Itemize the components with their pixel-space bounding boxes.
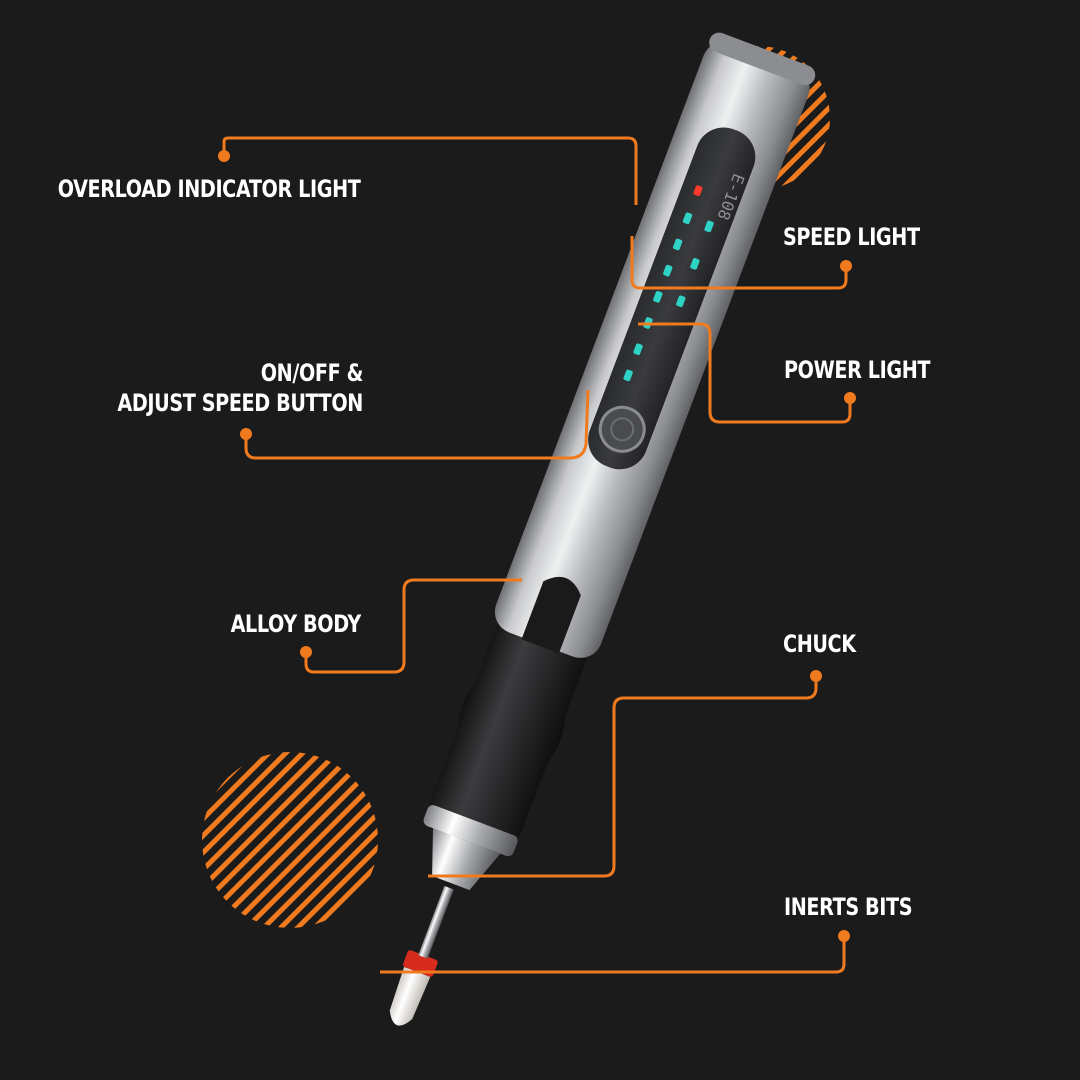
callout-lines [222, 136, 852, 974]
power-button-ring-icon [610, 417, 635, 442]
body-leader [304, 578, 522, 674]
body-dot [300, 646, 312, 658]
speed-dot [840, 260, 852, 272]
bits-leader [380, 938, 846, 974]
ceramic-bit [389, 966, 431, 1026]
led [672, 238, 683, 251]
led [704, 220, 714, 233]
power-leader [638, 322, 852, 424]
hatch-circle-bottom [202, 752, 378, 928]
button-label-line2: ADJUST SPEED BUTTON [117, 389, 363, 417]
overload-indicator-label: OVERLOAD INDICATOR LIGHT [57, 175, 360, 203]
body-end-cap [709, 32, 816, 86]
power-light-label: POWER LIGHT [784, 356, 931, 384]
button-label-line1: ON/OFF & [260, 359, 364, 387]
chuck-dot [810, 670, 822, 682]
led [633, 343, 643, 356]
power-led [676, 295, 686, 308]
chrome-ring [423, 805, 518, 857]
power-dot [844, 392, 856, 404]
control-panel [588, 127, 756, 470]
inert-bits-label: INERTS BITS [784, 893, 913, 921]
overload-leader [222, 136, 638, 205]
alloy-body-label: ALLOY BODY [230, 610, 362, 638]
overload-dot [218, 150, 230, 162]
power-button[interactable] [594, 401, 651, 458]
bit-shank [418, 885, 454, 959]
led [663, 264, 673, 277]
speed-leader [630, 236, 848, 290]
overload-led [693, 185, 703, 197]
led [623, 369, 633, 382]
bits-dot [838, 930, 850, 942]
chuck-leader [428, 676, 818, 878]
led [653, 291, 663, 303]
callout-dots [218, 150, 856, 942]
button-label: ON/OFF & ADJUST SPEED BUTTON [117, 358, 363, 418]
led [690, 258, 700, 270]
button-dot [240, 428, 252, 440]
speed-light-label: SPEED LIGHT [783, 223, 920, 251]
pen-tool: E-108 [389, 32, 816, 1026]
rubber-grip [429, 618, 590, 838]
bit-red-band [403, 950, 438, 977]
led [682, 212, 693, 225]
body-notch [521, 576, 581, 654]
button-leader [244, 389, 590, 460]
chuck-label: CHUCK [783, 630, 856, 658]
